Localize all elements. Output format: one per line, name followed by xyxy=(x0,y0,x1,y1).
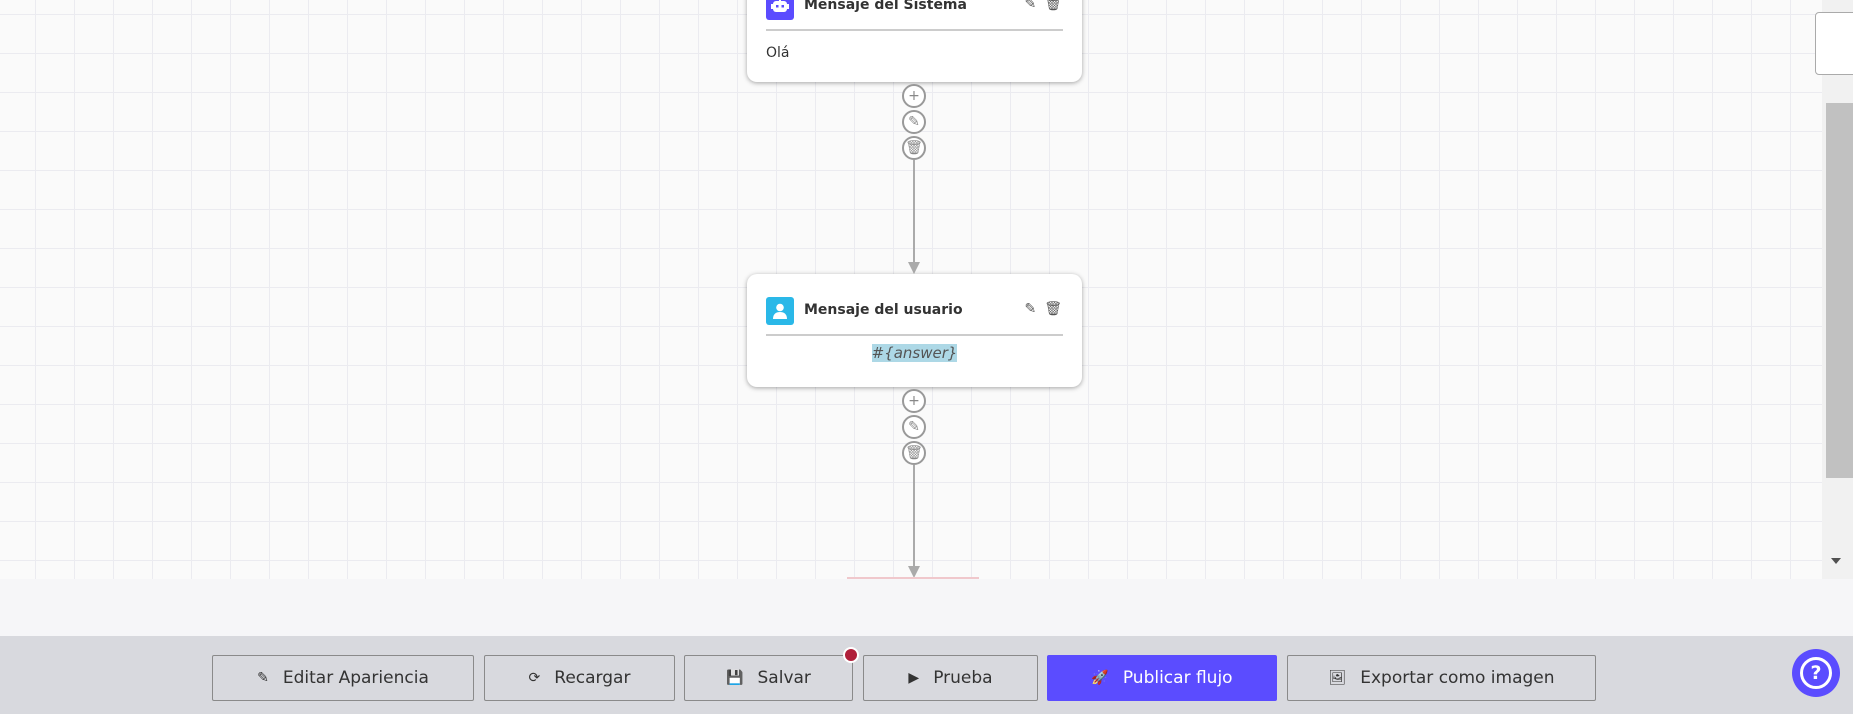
help-button[interactable]: ? xyxy=(1792,649,1840,697)
node-body: #{answer} xyxy=(871,344,958,362)
connector-line xyxy=(913,160,915,264)
reload-button[interactable]: ⟳ Recargar xyxy=(484,655,675,701)
add-node-icon[interactable]: + xyxy=(902,84,926,108)
pencil-icon[interactable]: ✎ xyxy=(1024,301,1037,317)
flow-canvas[interactable]: Mensaje del Sistema ✎🗑 Olá + ✎ 🗑 Mensaje… xyxy=(0,0,1822,579)
button-label: Exportar como imagen xyxy=(1360,668,1555,688)
node-system-message[interactable]: Mensaje del Sistema ✎ 🗑 Olá xyxy=(747,0,1082,82)
node-user-message[interactable]: Mensaje del usuario ✎ 🗑 #{answer} xyxy=(747,274,1082,387)
play-icon: ▶ xyxy=(908,670,920,686)
edit-appearance-button[interactable]: ✎ Editar Apariencia xyxy=(212,655,474,701)
node-body: Olá xyxy=(766,45,790,61)
user-icon xyxy=(766,297,794,325)
edit-connection-icon[interactable]: ✎ xyxy=(902,110,926,134)
publish-flow-button[interactable]: 🚀 Publicar flujo xyxy=(1047,655,1277,701)
button-label: Recargar xyxy=(554,668,631,688)
button-label: Editar Apariencia xyxy=(282,668,429,688)
connector-line xyxy=(913,465,915,571)
edit-icon: ✎ xyxy=(257,670,269,686)
divider xyxy=(766,29,1063,31)
save-button[interactable]: 💾 Salvar xyxy=(684,655,853,701)
node-title: Mensaje del Sistema xyxy=(804,0,967,13)
question-circle-icon: ? xyxy=(1800,657,1832,689)
delete-connection-icon[interactable]: 🗑 xyxy=(902,136,926,160)
scrollbar-thumb[interactable] xyxy=(1826,103,1853,478)
next-node-edge xyxy=(847,577,979,579)
delete-connection-icon[interactable]: 🗑 xyxy=(902,441,926,465)
unsaved-changes-badge xyxy=(843,647,859,663)
divider xyxy=(766,334,1063,336)
add-node-icon[interactable]: + xyxy=(902,389,926,413)
button-label: Prueba xyxy=(933,668,993,688)
node-title: Mensaje del usuario xyxy=(804,302,963,318)
edit-connection-icon[interactable]: ✎ xyxy=(902,415,926,439)
test-button[interactable]: ▶ Prueba xyxy=(863,655,1038,701)
button-label: Publicar flujo xyxy=(1122,668,1233,688)
minimap[interactable] xyxy=(1815,12,1853,75)
export-image-button[interactable]: 🖼 Exportar como imagen xyxy=(1287,655,1596,701)
trash-icon[interactable]: 🗑 xyxy=(1044,0,1062,12)
rocket-icon: 🚀 xyxy=(1091,670,1109,686)
refresh-icon: ⟳ xyxy=(528,670,541,686)
pencil-icon[interactable]: ✎ xyxy=(1024,0,1037,12)
floppy-disk-icon: 💾 xyxy=(726,670,744,686)
scroll-down-arrow-icon[interactable] xyxy=(1831,558,1841,564)
trash-icon[interactable]: 🗑 xyxy=(1044,301,1062,317)
arrow-down-icon xyxy=(908,262,920,274)
button-label: Salvar xyxy=(757,668,811,688)
arrow-down-icon xyxy=(908,566,920,578)
robot-icon xyxy=(766,0,794,20)
image-icon: 🖼 xyxy=(1328,670,1347,686)
